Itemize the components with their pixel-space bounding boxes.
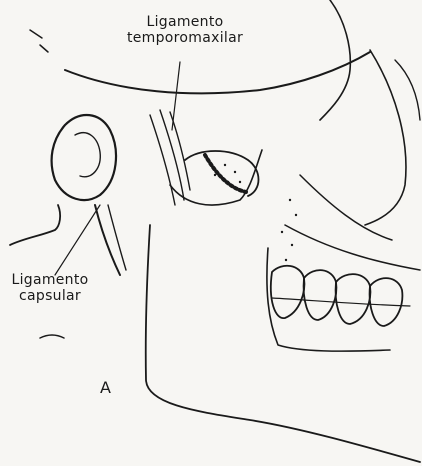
maxilla-lower-outline [285, 225, 420, 270]
skull-upper-outline [320, 0, 350, 120]
ear-meatus-outline [52, 115, 116, 200]
stippling [214, 164, 297, 261]
ear-meatus-inner [75, 133, 100, 177]
tooth [336, 274, 371, 324]
tooth [304, 270, 337, 320]
skull-mark [30, 30, 48, 52]
styloid-process [95, 205, 120, 275]
mastoid-line [10, 205, 60, 245]
maxilla-outline [300, 175, 392, 240]
articular-disc [205, 155, 246, 192]
label-line: Ligamento [110, 14, 260, 30]
label-line: Ligamento [2, 272, 98, 288]
label-line: temporomaxilar [110, 30, 260, 46]
temporomaxillary-ligament-label: Ligamento temporomaxilar [110, 14, 260, 46]
panel-letter: A [100, 378, 111, 397]
capsular-pointer [55, 205, 100, 275]
styloid-process-edge [108, 205, 126, 270]
orbit-outline [395, 60, 420, 120]
capsular-underline [40, 335, 64, 338]
zygomatic-arch-outline [65, 52, 370, 93]
tooth-row-line [272, 298, 410, 306]
tooth [271, 266, 305, 318]
capsular-ligament-label: Ligamento capsular [2, 272, 98, 304]
tooth [370, 278, 403, 326]
ligament-fiber [150, 115, 175, 205]
label-line: capsular [2, 288, 98, 304]
mandible-body-outline [267, 248, 390, 351]
ligament-pointer [172, 62, 180, 130]
cheek-outline [365, 50, 406, 225]
